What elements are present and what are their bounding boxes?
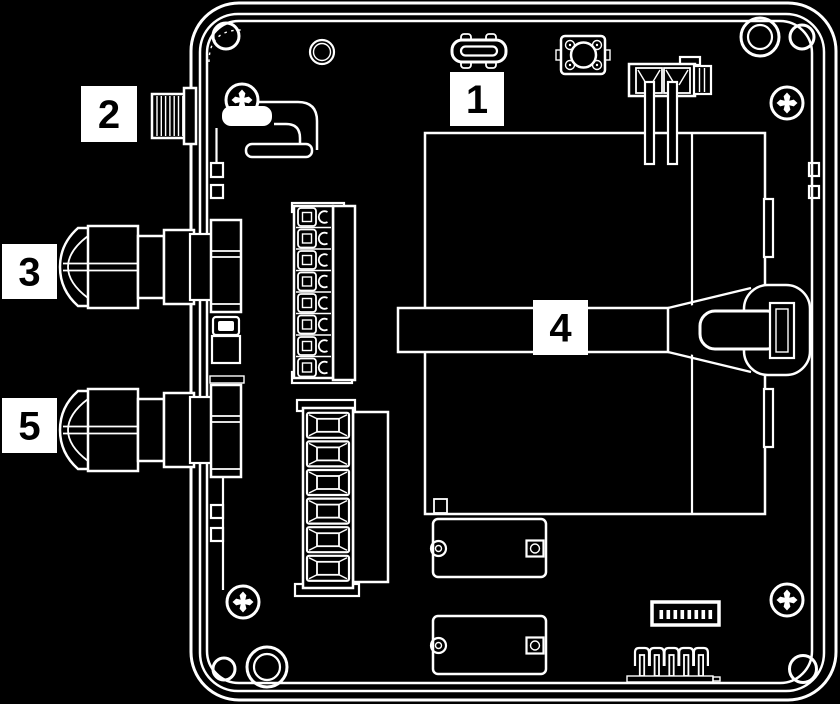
antenna-cable-elbow-inner xyxy=(274,122,302,150)
callout-number: 1 xyxy=(466,78,488,122)
pcb-module-upper xyxy=(429,517,548,579)
pin-base-nub xyxy=(712,676,721,682)
antenna-cable-elbow-outer xyxy=(258,100,319,150)
callout-1: 1 xyxy=(450,72,504,126)
battery-bottom-tab xyxy=(433,498,448,514)
enclosure-outer-wall xyxy=(189,1,838,702)
wall-clip xyxy=(209,503,225,520)
enclosure-shell xyxy=(189,1,838,702)
right-wall-clips xyxy=(807,161,821,200)
battery-tab-upper xyxy=(762,197,775,259)
callout-number: 3 xyxy=(18,251,40,295)
buckle-latch-inner xyxy=(775,308,789,353)
wall-clip xyxy=(209,183,225,200)
terminal-block-upper xyxy=(290,201,357,385)
callout-4: 4 xyxy=(533,300,588,355)
lid-hole-top-right xyxy=(788,23,816,51)
lid-boss-top-right-inner xyxy=(746,23,774,51)
usb-inner-slot xyxy=(459,45,499,57)
pin-header xyxy=(626,646,721,683)
callout-box xyxy=(81,86,137,142)
lid-hole-bottom-left xyxy=(211,656,237,682)
battery-connector xyxy=(627,55,713,166)
callout-box xyxy=(2,398,57,453)
buckle-latch-outer xyxy=(768,301,796,360)
lid-hole-top-left xyxy=(211,21,241,51)
wall-clip xyxy=(807,161,821,178)
lid-boss-bottom-left xyxy=(245,645,289,689)
connector-side-latch xyxy=(692,64,713,96)
antenna-internal-assembly xyxy=(209,100,319,200)
battery-wire xyxy=(666,80,679,166)
callout-number: 2 xyxy=(98,93,120,137)
thread-lines xyxy=(156,96,184,136)
callout-box xyxy=(2,244,57,299)
enclosure-inner-wall xyxy=(205,19,814,685)
mounting-hole-outer xyxy=(308,38,336,66)
battery-wire xyxy=(643,80,656,166)
mounting-hole xyxy=(308,38,336,66)
gland-rail-bar xyxy=(209,375,245,384)
callout-2: 2 xyxy=(81,86,137,142)
block-side-plate xyxy=(351,410,390,584)
push-button xyxy=(555,34,611,76)
battery-tab-lower xyxy=(762,387,775,449)
antenna-collar xyxy=(182,86,198,146)
block-side-plate xyxy=(331,204,357,382)
pcb-module-lower xyxy=(429,614,548,676)
gland-locknut xyxy=(209,383,243,479)
lid-boss-bottom-left-inner xyxy=(252,652,282,682)
antenna-connector xyxy=(150,86,198,146)
gland-clamp-block xyxy=(210,334,242,365)
gland-indicator-window xyxy=(218,321,234,331)
antenna-internal-nut xyxy=(222,106,272,126)
callout-box xyxy=(533,300,588,355)
header-connector xyxy=(650,600,721,627)
strap-funnel-edges xyxy=(667,286,752,374)
cable-gland-bottom xyxy=(58,383,243,590)
button-pin-dot xyxy=(595,43,599,47)
callout-number: 5 xyxy=(18,405,40,449)
wall-clip xyxy=(209,526,225,543)
wire-clamp-funnels xyxy=(637,69,689,86)
corner-bosses xyxy=(211,16,818,689)
cell-separators xyxy=(296,226,331,358)
button-pin-dot xyxy=(595,63,599,67)
gland-exterior xyxy=(58,387,216,473)
button-pin-dot xyxy=(568,63,572,67)
button-body xyxy=(559,34,607,76)
pin-base-bar xyxy=(626,675,714,683)
callout-number: 4 xyxy=(549,307,572,351)
callout-box xyxy=(450,72,504,126)
antenna-cable-clamp xyxy=(244,142,314,159)
lid-hole-bottom-right xyxy=(788,654,818,684)
terminal-block-lower xyxy=(293,398,390,598)
usb-port xyxy=(450,33,508,69)
gland-exterior xyxy=(58,224,216,310)
button-pin-dot xyxy=(568,43,572,47)
callout-3: 3 xyxy=(2,244,57,299)
lid-boss-top-right xyxy=(739,16,781,58)
gland-locknut xyxy=(209,218,243,314)
cable-gland-top xyxy=(58,218,245,384)
button-actuator xyxy=(569,41,598,69)
header-teeth xyxy=(659,610,713,619)
wall-clip xyxy=(807,184,821,200)
mounting-hole-inner xyxy=(312,42,332,62)
wall-clip xyxy=(209,161,225,179)
callout-5: 5 xyxy=(2,398,57,453)
side-latch-ribs xyxy=(698,68,706,92)
enclosure-middle-wall xyxy=(198,12,826,693)
header-housing xyxy=(650,600,721,627)
